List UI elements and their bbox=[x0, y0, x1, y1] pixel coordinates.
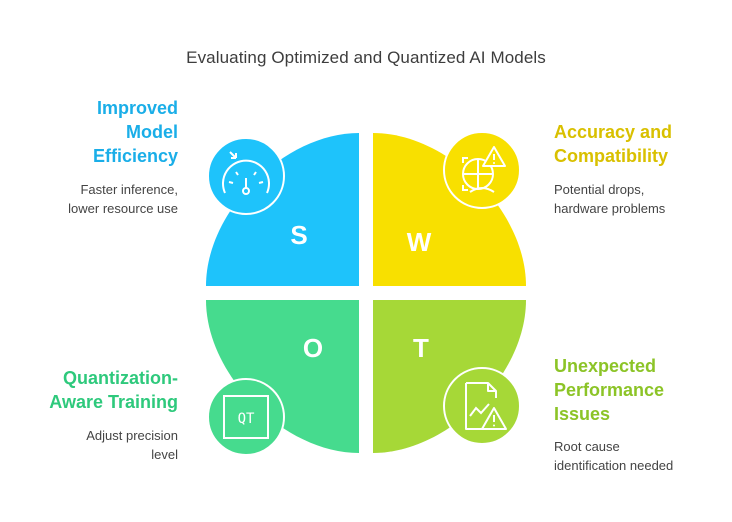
quadrant-o bbox=[206, 300, 359, 453]
qt-icon-label: QT bbox=[238, 411, 255, 427]
qt-box-icon: QT bbox=[207, 378, 285, 456]
weakness-description: Potential drops, hardware problems bbox=[554, 182, 666, 216]
weakness-heading: Accuracy and Compatibility bbox=[554, 122, 673, 166]
opportunity-description: Adjust precision level bbox=[86, 428, 178, 462]
strength-description: Faster inference, lower resource use bbox=[68, 182, 178, 216]
letter-o: O bbox=[303, 333, 323, 363]
strength-heading: Improved Model Efficiency bbox=[92, 98, 178, 166]
report-warning-icon bbox=[443, 367, 521, 445]
threat-heading: Unexpected Performance Issues bbox=[554, 356, 665, 424]
letter-s: S bbox=[290, 220, 307, 250]
speedometer-icon bbox=[207, 137, 285, 215]
quadrant-s bbox=[206, 133, 359, 286]
opportunity-heading: Quantization- Aware Training bbox=[49, 368, 178, 412]
letter-t: T bbox=[413, 333, 429, 363]
warning-target-icon bbox=[443, 131, 521, 209]
quadrant-w bbox=[373, 133, 526, 286]
diagram-title: Evaluating Optimized and Quantized AI Mo… bbox=[186, 48, 546, 67]
threat-description: Root cause identification needed bbox=[554, 439, 674, 473]
quadrant-t bbox=[373, 300, 526, 453]
letter-w: W bbox=[407, 227, 432, 257]
